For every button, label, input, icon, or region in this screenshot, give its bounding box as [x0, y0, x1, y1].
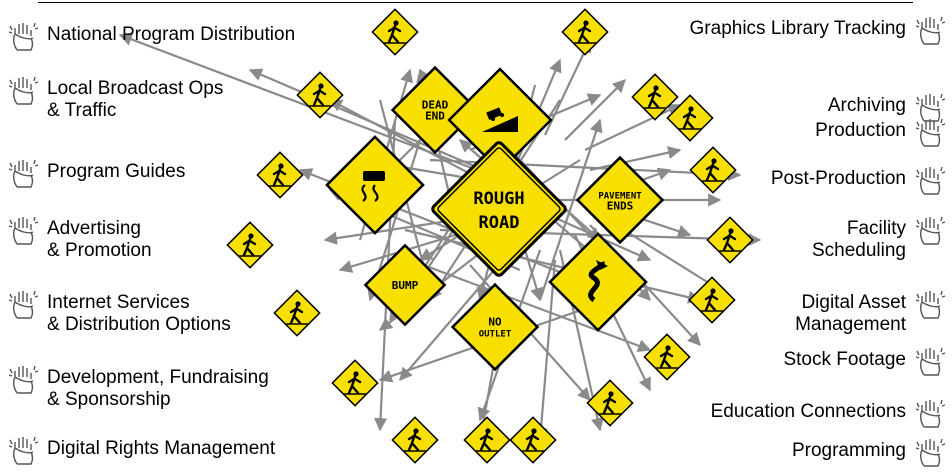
waving-hand-icon	[914, 397, 948, 431]
left-item-label: Advertising & Promotion	[47, 218, 152, 261]
left-item-label: Local Broadcast Ops & Traffic	[47, 78, 224, 121]
left-item-label: Program Guides	[47, 161, 186, 182]
pedestrian-crossing-sign-icon	[256, 151, 304, 199]
waving-hand-icon	[7, 20, 41, 54]
waving-hand-icon	[7, 214, 41, 248]
waving-hand-icon	[914, 91, 948, 125]
flow-arrow	[564, 79, 626, 141]
pedestrian-crossing-sign-icon	[226, 221, 274, 269]
pedestrian-crossing-sign-icon	[666, 94, 714, 142]
pedestrian-crossing-sign-icon	[296, 71, 344, 119]
waving-hand-icon	[914, 288, 948, 322]
pedestrian-crossing-sign-icon	[273, 289, 321, 337]
right-item-label: Production	[815, 120, 906, 141]
right-item-label: Graphics Library Tracking	[689, 18, 906, 39]
flow-arrow	[409, 258, 652, 353]
pedestrian-crossing-sign-icon	[391, 416, 439, 464]
hazard-sign-text: PAVEMENT	[598, 192, 642, 202]
hazard-sign-text: END	[425, 110, 445, 123]
waving-hand-icon	[7, 434, 41, 468]
left-item-label: National Program Distribution	[47, 24, 296, 45]
rough-road-sign: ROUGH ROAD	[431, 141, 567, 277]
left-item-label: Development, Fundraising & Sponsorship	[47, 367, 269, 410]
waving-hand-icon	[914, 345, 948, 379]
hazard-sign-text: OUTLET	[479, 330, 512, 340]
center-sign-line1: ROUGH	[473, 189, 524, 209]
waving-hand-icon	[914, 436, 948, 470]
flow-arrow	[538, 118, 603, 301]
waving-hand-icon	[7, 157, 41, 191]
hill-sign	[447, 67, 553, 173]
pedestrian-crossing-sign-icon	[631, 73, 679, 121]
pedestrian-crossing-sign-icon	[509, 416, 557, 464]
slippery-sign	[325, 135, 425, 235]
right-item-label: Digital Asset Management	[795, 292, 906, 335]
flow-arrow	[534, 259, 557, 442]
hazard-sign-text: DEAD	[422, 99, 449, 112]
waving-hand-icon	[7, 288, 41, 322]
hazard-sign-text: ENDS	[607, 200, 634, 213]
flow-arrow	[589, 146, 682, 172]
bump-sign: BUMP	[363, 243, 447, 327]
right-item-label: Education Connections	[710, 401, 906, 422]
waving-hand-icon	[914, 214, 948, 248]
right-item-label: Post-Production	[770, 168, 906, 189]
right-item-label: Facility Scheduling	[811, 218, 906, 261]
left-item-label: Digital Rights Management	[47, 438, 276, 459]
waving-hand-icon	[7, 363, 41, 397]
pedestrian-crossing-sign-icon	[561, 8, 609, 56]
waving-hand-icon	[914, 116, 948, 150]
right-item-label: Archiving	[827, 95, 906, 116]
top-rule	[38, 2, 913, 3]
winding-sign	[548, 232, 648, 332]
hazard-sign-text: BUMP	[392, 279, 419, 292]
pedestrian-crossing-sign-icon	[331, 359, 379, 407]
hazard-sign-text: NO	[488, 316, 502, 329]
pedestrian-crossing-sign-icon	[688, 276, 736, 324]
crossing-sign-layer	[226, 8, 754, 464]
flow-arrow	[584, 104, 682, 151]
pedestrian-crossing-sign-icon	[706, 216, 754, 264]
pedestrian-crossing-sign-icon	[463, 416, 511, 464]
pedestrian-crossing-sign-icon	[643, 333, 691, 381]
left-item-label: Internet Services & Distribution Options	[47, 292, 231, 335]
right-item-label: Programming	[791, 440, 906, 461]
pedestrian-crossing-sign-icon	[689, 146, 737, 194]
flow-arrow	[544, 38, 591, 136]
right-item-label: Stock Footage	[783, 349, 906, 370]
pedestrian-crossing-sign-icon	[586, 379, 634, 427]
waving-hand-icon	[914, 14, 948, 48]
pedestrian-crossing-sign-icon	[371, 8, 419, 56]
waving-hand-icon	[7, 74, 41, 108]
center-sign-line2: ROAD	[479, 213, 520, 233]
waving-hand-icon	[914, 164, 948, 198]
